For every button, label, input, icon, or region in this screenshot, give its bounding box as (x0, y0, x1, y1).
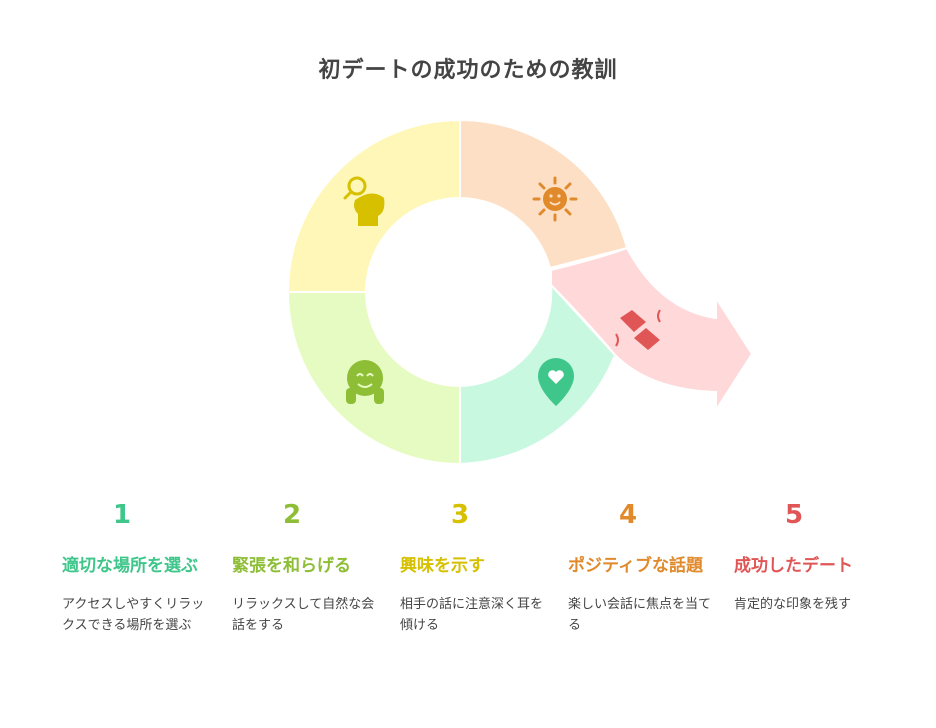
page-title: 初デートの成功のための教訓 (318, 58, 618, 83)
step-description: リラックスして自然な会話をする (232, 597, 375, 633)
step-number: 5 (784, 500, 804, 530)
smiling-face-hands-icon (346, 360, 384, 404)
segment-top-right (459, 118, 629, 270)
step-heading: 適切な場所を選ぶ (62, 556, 198, 576)
step-2: 2 緊張を和らげる リラックスして自然な会話をする (232, 500, 392, 636)
step-heading: 興味を示す (400, 556, 485, 576)
step-number: 1 (112, 500, 132, 530)
step-5: 5 成功したデート 肯定的な印象を残す (734, 500, 894, 615)
step-description: 肯定的な印象を残す (734, 597, 852, 612)
step-4: 4 ポジティブな話題 楽しい会話に焦点を当てる (568, 500, 728, 636)
handshake-icon (615, 309, 661, 350)
step-heading: 成功したデート (734, 556, 853, 576)
step-description: 相手の話に注意深く耳を傾ける (400, 597, 544, 633)
step-number: 4 (618, 500, 638, 530)
heart-location-pin-icon (538, 358, 574, 406)
step-3: 3 興味を示す 相手の話に注意深く耳を傾ける (400, 500, 560, 636)
step-1: 1 適切な場所を選ぶ アクセスしやすくリラックスできる場所を選ぶ (62, 500, 222, 636)
exit-arrow (550, 246, 754, 414)
sun-face-icon (532, 176, 578, 222)
step-number: 2 (282, 500, 302, 530)
person-search-icon (343, 176, 385, 226)
step-description: 楽しい会話に焦点を当てる (568, 597, 712, 633)
step-heading: 緊張を和らげる (232, 556, 351, 576)
step-heading: ポジティブな話題 (568, 556, 703, 576)
step-number: 3 (450, 500, 470, 530)
step-description: アクセスしやすくリラックスできる場所を選ぶ (62, 597, 205, 633)
